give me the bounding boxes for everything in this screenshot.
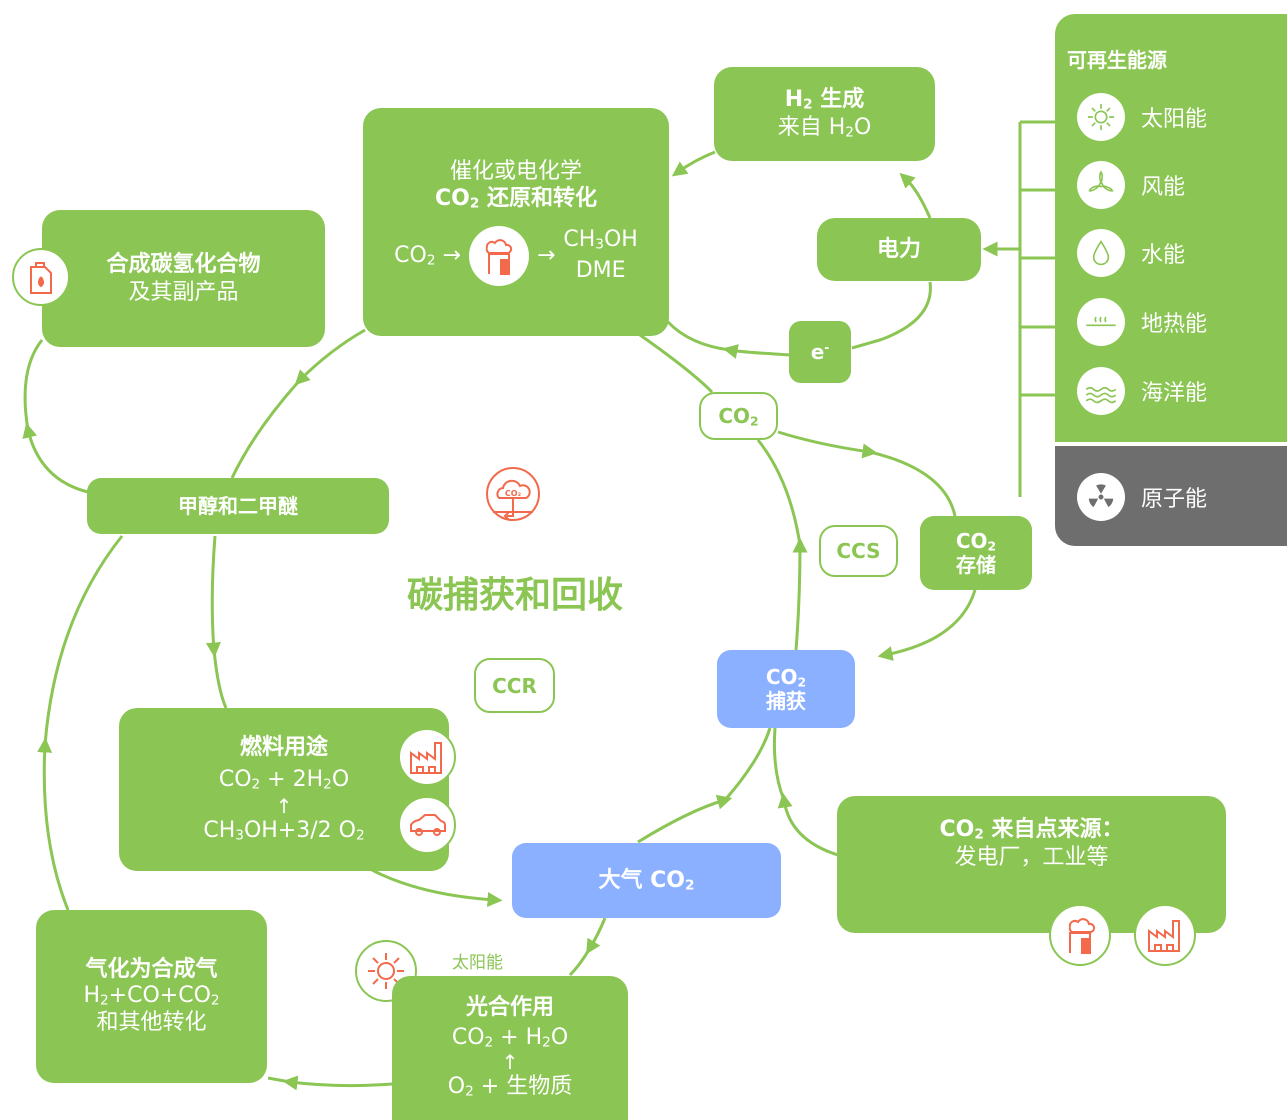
fuel-canister-icon bbox=[12, 248, 70, 306]
electron-box: e- bbox=[789, 321, 851, 383]
gasification-equation: H2+CO+CO2 bbox=[83, 983, 220, 1010]
fuel-equation-top: CO2 + 2H2O bbox=[218, 767, 350, 794]
sun-icon bbox=[1077, 93, 1125, 141]
fuel-use-box: 燃料用途 CO2 + 2H2O ↑ CH3OH+3/2 O2 bbox=[119, 708, 449, 871]
car-icon bbox=[398, 796, 456, 854]
industry-factory-icon bbox=[1134, 904, 1196, 966]
renewables-title: 可再生能源 bbox=[1067, 48, 1167, 72]
wind-turbine-icon bbox=[1077, 161, 1125, 209]
methanol-dme-box: 甲醇和二甲醚 bbox=[87, 478, 389, 534]
water-drop-icon bbox=[1077, 229, 1125, 277]
renewable-item-geothermal: 地热能 bbox=[1077, 297, 1207, 347]
photosynthesis-eq-bottom: O2 + 生物质 bbox=[447, 1074, 573, 1100]
co2-storage-box: CO2 存储 bbox=[920, 516, 1032, 590]
ocean-wave-icon bbox=[1077, 367, 1125, 415]
catalysis-line2: CO2 还原和转化 bbox=[434, 186, 597, 212]
co2-node: CO2 bbox=[699, 392, 778, 440]
atmospheric-co2-box: 大气 CO2 bbox=[512, 843, 781, 918]
gasification-subtitle: 和其他转化 bbox=[96, 1009, 207, 1035]
power-plant-icon bbox=[1049, 904, 1111, 966]
co2-cloud-capture-icon: CO₂ bbox=[475, 460, 551, 536]
renewable-item-wind: 风能 bbox=[1077, 160, 1185, 210]
dme-product: DME bbox=[575, 257, 626, 283]
methanol-product: CH3OH bbox=[563, 226, 638, 253]
h2-title: H2 生成 bbox=[784, 87, 865, 113]
photosynthesis-title: 光合作用 bbox=[465, 995, 554, 1021]
renewable-item-solar: 太阳能 bbox=[1077, 92, 1207, 142]
hydrocarbons-subtitle: 及其副产品 bbox=[128, 279, 239, 305]
point-source-title: CO2 来自点来源： bbox=[939, 817, 1124, 843]
h2-subtitle: 来自 H2O bbox=[777, 115, 872, 141]
nuclear-item: 原子能 bbox=[1077, 472, 1207, 522]
ccs-label: CCS bbox=[819, 525, 898, 577]
svg-text:CO₂: CO₂ bbox=[505, 489, 522, 498]
solar-energy-label: 太阳能 bbox=[452, 953, 503, 973]
photosynthesis-eq-arrow: ↑ bbox=[501, 1050, 519, 1075]
co2-capture-box: CO2 捕获 bbox=[717, 650, 855, 728]
catalysis-line1: 催化或电化学 bbox=[449, 158, 582, 184]
nuclear-energy-panel: 原子能 bbox=[1055, 446, 1287, 546]
geothermal-icon bbox=[1077, 298, 1125, 346]
h2-generation-box: H2 生成 来自 H2O bbox=[714, 67, 935, 161]
factory-icon bbox=[398, 728, 456, 786]
electricity-box: 电力 bbox=[817, 218, 981, 281]
radiation-icon bbox=[1077, 473, 1125, 521]
synthetic-hydrocarbons-box: 合成碳氢化合物 及其副产品 bbox=[42, 210, 325, 347]
point-source-subtitle: 发电厂，工业等 bbox=[954, 844, 1109, 870]
photosynthesis-box: 光合作用 CO2 + H2O ↑ O2 + 生物质 bbox=[392, 976, 628, 1120]
gasification-title: 气化为合成气 bbox=[85, 956, 218, 982]
factory-cloud-icon bbox=[468, 225, 529, 286]
photosynthesis-eq-top: CO2 + H2O bbox=[451, 1024, 569, 1051]
renewable-energy-panel: 可再生能源 太阳能 风能 水能 地热能 海洋能 bbox=[1055, 14, 1287, 442]
ccr-label: CCR bbox=[474, 658, 555, 713]
fuel-equation-arrow: ↑ bbox=[275, 793, 293, 818]
fuel-title: 燃料用途 bbox=[239, 734, 328, 760]
fuel-equation-bottom: CH3OH+3/2 O2 bbox=[203, 817, 365, 844]
hydrocarbons-title: 合成碳氢化合物 bbox=[106, 252, 261, 277]
gasification-box: 气化为合成气 H2+CO+CO2 和其他转化 bbox=[36, 910, 267, 1083]
renewable-item-ocean: 海洋能 bbox=[1077, 366, 1207, 416]
diagram-title: 碳捕获和回收 bbox=[406, 575, 623, 616]
renewable-item-hydro: 水能 bbox=[1077, 228, 1185, 278]
